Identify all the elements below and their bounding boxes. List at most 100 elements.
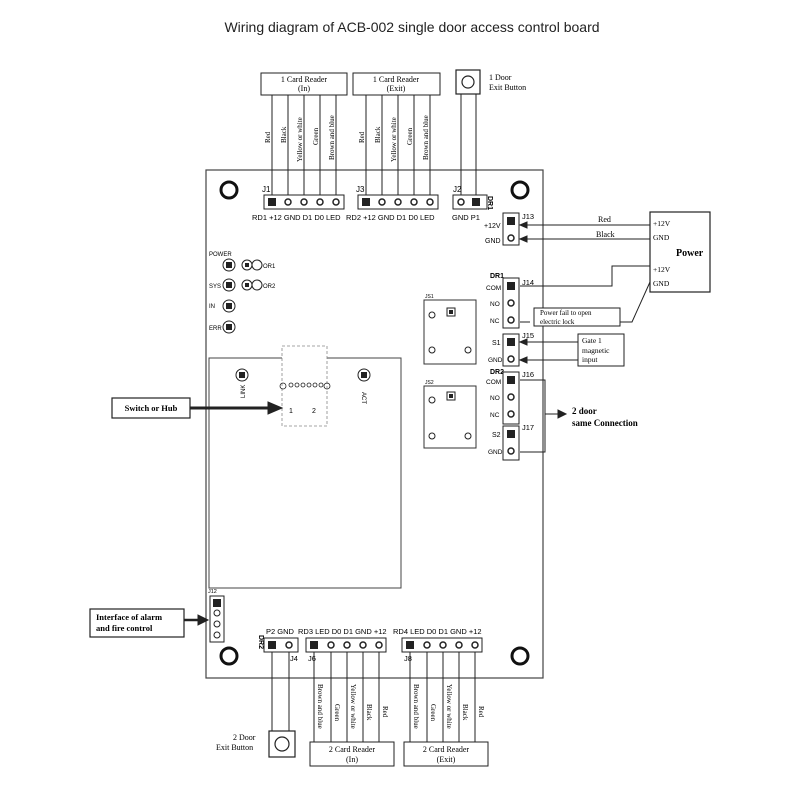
svg-text:Black: Black bbox=[365, 704, 373, 721]
svg-text:2 Door: 2 Door bbox=[233, 733, 256, 742]
svg-text:DR2: DR2 bbox=[257, 635, 264, 649]
svg-text:DR1: DR1 bbox=[486, 196, 493, 210]
svg-text:J16: J16 bbox=[522, 370, 534, 379]
svg-text:S2: S2 bbox=[492, 432, 501, 439]
svg-text:Brown and blue: Brown and blue bbox=[328, 115, 336, 160]
svg-text:IN: IN bbox=[209, 304, 215, 310]
connector-j16: DR2 J16 COM NO NC bbox=[486, 369, 534, 425]
svg-text:Green: Green bbox=[406, 127, 414, 145]
svg-text:Black: Black bbox=[280, 126, 288, 143]
exit-button-1: 1 Door Exit Button bbox=[455, 69, 526, 95]
connector-j17: J17 S2 GND bbox=[488, 423, 534, 461]
svg-text:2 door: 2 door bbox=[572, 406, 597, 416]
connector-j12: J12 bbox=[208, 589, 225, 643]
svg-text:Yellow or white: Yellow or white bbox=[296, 117, 304, 162]
svg-text:same Connection: same Connection bbox=[572, 418, 638, 428]
rj45-pins bbox=[279, 382, 331, 390]
card-reader-1-in: 1 Card Reader (In) bbox=[260, 72, 348, 96]
svg-text:POWER: POWER bbox=[209, 252, 232, 258]
svg-text:Interface of alarm: Interface of alarm bbox=[96, 612, 162, 622]
svg-text:Green: Green bbox=[312, 127, 320, 145]
svg-text:(Exit): (Exit) bbox=[387, 84, 406, 93]
svg-text:Red: Red bbox=[264, 131, 272, 143]
svg-text:COM: COM bbox=[486, 285, 501, 292]
svg-text:GND: GND bbox=[485, 238, 501, 245]
reader-1-wire-labels: Red Black Yellow or white Green Brown an… bbox=[264, 115, 336, 162]
svg-text:NO: NO bbox=[490, 395, 500, 402]
svg-text:(In): (In) bbox=[346, 755, 358, 764]
svg-text:LINK: LINK bbox=[241, 385, 247, 398]
svg-text:1 Card Reader: 1 Card Reader bbox=[281, 75, 328, 84]
svg-text:and fire control: and fire control bbox=[96, 623, 153, 633]
gate-input-note: Gate 1 magnetic input bbox=[577, 333, 625, 367]
svg-text:Brown and blue: Brown and blue bbox=[412, 684, 420, 729]
svg-text:S1: S1 bbox=[492, 340, 501, 347]
svg-text:GND: GND bbox=[488, 357, 503, 364]
svg-text:NC: NC bbox=[490, 412, 500, 419]
svg-text:JS1: JS1 bbox=[425, 294, 434, 300]
reader-1-exit-wire-labels: Red Black Yellow or white Green Brown an… bbox=[358, 115, 430, 162]
svg-text:J12: J12 bbox=[208, 589, 217, 595]
svg-text:GND: GND bbox=[653, 279, 670, 288]
connector-j8: RD4 LED D0 D1 GND +12 J8 bbox=[393, 627, 483, 663]
svg-text:(In): (In) bbox=[298, 84, 310, 93]
svg-text:Black: Black bbox=[461, 704, 469, 721]
svg-text:2 Card Reader: 2 Card Reader bbox=[329, 745, 376, 754]
svg-text:RD1 +12 GND D1 D0 LED: RD1 +12 GND D1 D0 LED bbox=[252, 213, 341, 222]
svg-text:GND P1: GND P1 bbox=[452, 213, 480, 222]
svg-text:J2: J2 bbox=[453, 185, 462, 194]
svg-text:2: 2 bbox=[312, 408, 316, 415]
svg-text:Green: Green bbox=[429, 704, 437, 722]
svg-text:J17: J17 bbox=[522, 423, 534, 432]
card-reader-2-exit: 2 Card Reader (Exit) bbox=[403, 741, 489, 767]
connector-j15: J15 S1 GND bbox=[488, 331, 534, 367]
svg-text:RD4 LED D0 D1 GND +12: RD4 LED D0 D1 GND +12 bbox=[393, 627, 482, 636]
svg-text:DR2: DR2 bbox=[490, 369, 504, 376]
svg-text:Brown and blue: Brown and blue bbox=[422, 115, 430, 160]
svg-text:ERR: ERR bbox=[209, 326, 222, 332]
relay-1: JS1 bbox=[423, 294, 477, 365]
status-leds: POWER OR1 SYS OR2 IN ERR bbox=[209, 252, 276, 334]
svg-text:+12V: +12V bbox=[484, 223, 501, 230]
svg-text:J3: J3 bbox=[356, 185, 365, 194]
svg-text:J1: J1 bbox=[262, 185, 271, 194]
svg-text:Yellow or white: Yellow or white bbox=[445, 684, 453, 729]
svg-text:JS2: JS2 bbox=[425, 380, 434, 386]
svg-text:Brown and blue: Brown and blue bbox=[316, 684, 324, 729]
svg-text:1 Card Reader: 1 Card Reader bbox=[373, 75, 420, 84]
svg-text:Exit Button: Exit Button bbox=[489, 83, 526, 92]
card-reader-2-in: 2 Card Reader (In) bbox=[309, 741, 395, 767]
card-reader-1-exit: 1 Card Reader (Exit) bbox=[352, 72, 441, 96]
svg-text:NO: NO bbox=[490, 301, 500, 308]
connector-j1: J1 RD1 +12 GND D1 D0 LED bbox=[252, 185, 345, 222]
connector-j4: DR2 P2 GND J4 bbox=[257, 627, 299, 663]
reader-2-exit-wire-labels: Brown and blue Green Yellow or white Bla… bbox=[412, 684, 485, 729]
svg-text:DR1: DR1 bbox=[490, 273, 504, 280]
svg-text:COM: COM bbox=[486, 379, 501, 386]
svg-text:Exit Button: Exit Button bbox=[216, 743, 253, 752]
power-supply: +12V GND Power +12V GND bbox=[649, 211, 711, 293]
alarm-interface-label: Interface of alarm and fire control bbox=[89, 608, 185, 638]
svg-text:Power fail to open: Power fail to open bbox=[540, 309, 592, 317]
svg-text:OR1: OR1 bbox=[263, 264, 276, 270]
svg-text:Red: Red bbox=[598, 215, 611, 224]
svg-text:1 Door: 1 Door bbox=[489, 73, 512, 82]
diagram-title: Wiring diagram of ACB-002 single door ac… bbox=[224, 19, 599, 35]
svg-text:J8: J8 bbox=[404, 654, 412, 663]
svg-text:ACT: ACT bbox=[360, 392, 366, 404]
connector-j14: DR1 J14 COM NO NC bbox=[486, 273, 534, 329]
svg-text:J6: J6 bbox=[308, 654, 316, 663]
svg-text:J14: J14 bbox=[522, 278, 534, 287]
svg-text:GND: GND bbox=[653, 233, 670, 242]
svg-text:1: 1 bbox=[289, 408, 293, 415]
svg-text:magnetic: magnetic bbox=[582, 346, 610, 355]
svg-text:+12V: +12V bbox=[653, 219, 671, 228]
svg-text:Gate 1: Gate 1 bbox=[582, 336, 602, 345]
act-led: ACT bbox=[357, 368, 371, 404]
svg-text:+12V: +12V bbox=[653, 265, 671, 274]
connector-j6: RD3 LED D0 D1 GND +12 J6 bbox=[298, 627, 387, 663]
relay-2: JS2 bbox=[423, 380, 477, 449]
connector-j2: J2 GND P1 DR1 bbox=[452, 185, 493, 222]
power-fail-note: Power fail to open electric lock bbox=[533, 307, 621, 327]
